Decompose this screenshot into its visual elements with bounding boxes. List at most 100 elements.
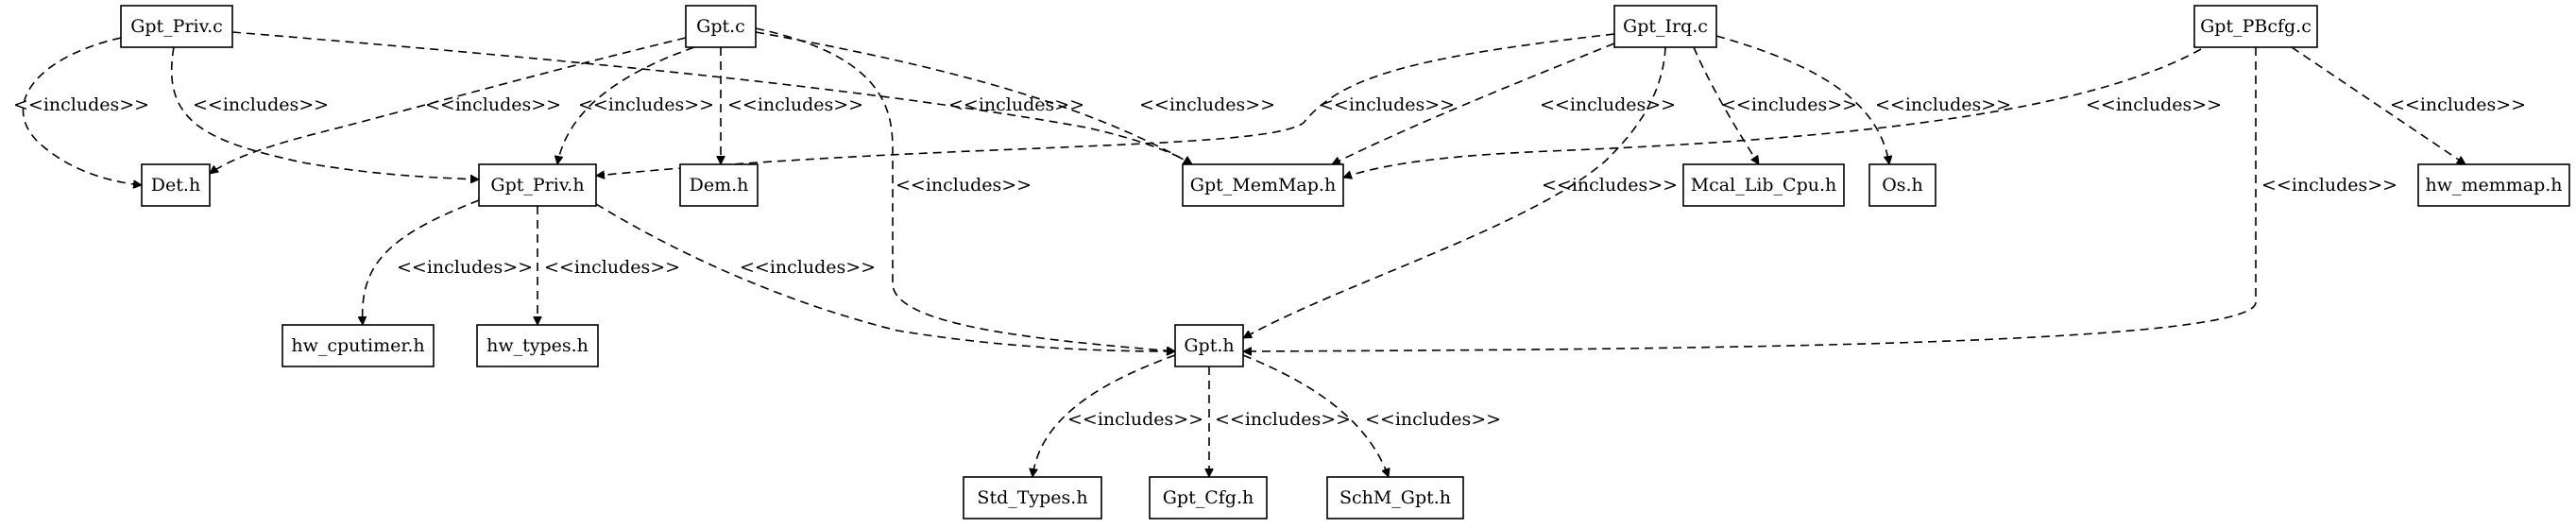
edge-gpt-priv-c-to-det-h: <<includes>> [13, 37, 149, 185]
node-label: Gpt_Priv.h [490, 175, 584, 196]
node-gpt-h: Gpt.h [1174, 324, 1244, 367]
node-label: Gpt_MemMap.h [1190, 175, 1336, 196]
edge-gpt-priv-h-to-hw-types-h: <<includes>> [537, 206, 680, 325]
node-label: Gpt_Cfg.h [1163, 487, 1254, 508]
edge-gpt-priv-h-to-gpt-h: <<includes>> [595, 203, 1175, 351]
edge-gpt-irq-c-to-gpt-memmap-h: <<includes>> [1332, 43, 1676, 165]
edge-arrow [1242, 354, 1389, 477]
edge-arrow [22, 37, 142, 185]
edge-arrow [595, 203, 1175, 351]
node-box [281, 324, 435, 367]
node-gpt-memmap-h: Gpt_MemMap.h [1182, 163, 1344, 207]
node-box [2193, 5, 2318, 48]
edge-arrow [2291, 46, 2465, 165]
edge-label: <<includes>> [1215, 409, 1351, 430]
node-gpt-c: Gpt.c [685, 5, 757, 48]
node-label: SchM_Gpt.h [1339, 487, 1451, 508]
edge-arrow [1032, 354, 1176, 477]
edge-label: <<includes>> [193, 94, 329, 115]
edge-arrow [596, 33, 1615, 176]
node-box [1868, 163, 1936, 207]
edge-gpt-priv-h-to-hw-cputimer-h: <<includes>> [363, 199, 533, 325]
edge-arrow [1715, 35, 1889, 164]
edge-label: <<includes>> [948, 94, 1084, 115]
edge-label: <<includes>> [397, 257, 533, 278]
node-hw-cputimer-h: hw_cputimer.h [281, 324, 435, 367]
node-label: Gpt.h [1184, 335, 1234, 356]
node-gpt-priv-c: Gpt_Priv.c [120, 5, 233, 48]
edge-arrow [755, 27, 1175, 351]
node-box [141, 163, 211, 207]
node-label: hw_memmap.h [2425, 175, 2562, 196]
edge-arrow [1243, 47, 2257, 351]
edge-label: <<includes>> [1319, 94, 1455, 115]
node-schm-gpt-h: SchM_Gpt.h [1326, 476, 1464, 519]
edge-gpt-priv-c-to-gpt-priv-h: <<includes>> [170, 46, 479, 179]
node-layer: Gpt_Priv.c Gpt.c Gpt_Irq.c Gpt_PBcfg.cDet.h… [120, 5, 2570, 519]
edge-arrow [210, 37, 687, 175]
node-gpt-cfg-h: Gpt_Cfg.h [1149, 476, 1268, 519]
node-os-h: Os.h [1868, 163, 1936, 207]
edge-gpt-irq-c-to-gpt-priv-h: <<includes>> [596, 33, 1615, 176]
edge-arrow [1693, 46, 1760, 164]
node-box [1682, 163, 1845, 207]
edge-label: <<includes>> [425, 94, 561, 115]
node-box [2417, 163, 2570, 207]
edge-label: <<includes>> [896, 175, 1032, 196]
edge-gpt-c-to-gpt-priv-h: <<includes>> [557, 46, 714, 164]
edge-arrow [755, 31, 1192, 165]
node-box [120, 5, 233, 48]
edge-label: <<includes>> [1721, 94, 1857, 115]
node-label: Det.h [151, 175, 200, 196]
node-gpt-pbcfg-c: Gpt_PBcfg.c [2193, 5, 2318, 48]
edge-gpt-pbcfg-c-to-hw-memmap-h: <<includes>> [2291, 46, 2526, 165]
node-label: Std_Types.h [977, 487, 1087, 508]
edge-gpt-c-to-gpt-memmap-h: <<includes>> [755, 31, 1275, 165]
edge-arrow [231, 31, 1192, 165]
node-box [1174, 324, 1244, 367]
node-box [1326, 476, 1464, 519]
node-box [1149, 476, 1268, 519]
node-box [685, 5, 757, 48]
edge-gpt-h-to-std-types-h: <<includes>> [1032, 354, 1203, 477]
node-label: Gpt_PBcfg.c [2200, 16, 2312, 37]
edge-label: <<includes>> [13, 94, 149, 115]
node-label: Mcal_Lib_Cpu.h [1691, 175, 1837, 196]
node-box [1182, 163, 1344, 207]
edge-label: <<includes>> [1540, 94, 1676, 115]
node-box [963, 476, 1102, 519]
node-label: Dem.h [690, 175, 749, 196]
node-gpt-priv-h: Gpt_Priv.h [478, 163, 597, 207]
edge-label: <<includes>> [727, 94, 863, 115]
node-box [476, 324, 599, 367]
edge-label: <<includes>> [1542, 175, 1678, 196]
node-label: hw_cputimer.h [291, 335, 424, 356]
edge-arrow [1343, 48, 2202, 178]
edge-label: <<includes>> [1875, 94, 2011, 115]
edge-gpt-h-to-schm-gpt-h: <<includes>> [1242, 354, 1501, 477]
edge-arrow [1332, 43, 1615, 165]
node-hw-memmap-h: hw_memmap.h [2417, 163, 2570, 207]
edge-arrow [1243, 46, 1666, 339]
edge-label: <<includes>> [1365, 409, 1501, 430]
edge-gpt-priv-c-to-gpt-memmap-h: <<includes>> [231, 31, 1192, 165]
node-dem-h: Dem.h [679, 163, 759, 207]
edge-gpt-irq-c-to-mcal-lib-cpu-h: <<includes>> [1693, 46, 1857, 164]
node-label: Gpt.c [696, 16, 745, 37]
edge-arrow [170, 46, 479, 179]
node-box [1613, 5, 1717, 48]
node-mcal-lib-cpu-h: Mcal_Lib_Cpu.h [1682, 163, 1845, 207]
node-hw-types-h: hw_types.h [476, 324, 599, 367]
edge-label: <<includes>> [544, 257, 680, 278]
edge-arrow [363, 199, 480, 325]
node-label: Gpt_Priv.c [130, 16, 223, 37]
edge-label: <<includes>> [1139, 94, 1275, 115]
edge-gpt-c-to-gpt-h: <<includes>> [755, 27, 1175, 351]
node-label: Gpt_Irq.c [1623, 16, 1708, 37]
edge-label: <<includes>> [578, 94, 714, 115]
edge-gpt-irq-c-to-os-h: <<includes>> [1715, 35, 2011, 164]
node-std-types-h: Std_Types.h [963, 476, 1102, 519]
node-label: Os.h [1882, 175, 1923, 196]
node-label: hw_types.h [486, 335, 589, 356]
edge-label: <<includes>> [2086, 94, 2222, 115]
